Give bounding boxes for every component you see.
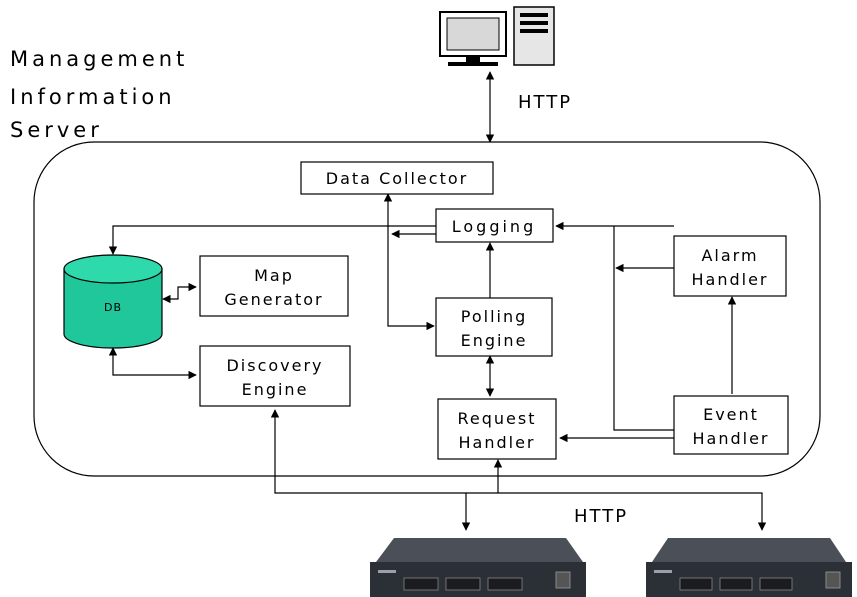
- event-handler-box: Event Handler: [673, 395, 789, 455]
- http-top-label: HTTP: [518, 92, 572, 113]
- title-line-3: Server: [10, 118, 103, 142]
- data-collector-box: Data Collector: [300, 161, 494, 195]
- title-line-2: Information: [10, 85, 176, 109]
- discovery-engine-box: Discovery Engine: [199, 345, 351, 407]
- diagram-title: Management Information Server: [10, 47, 188, 142]
- network-switch-icon: [646, 538, 852, 597]
- discovery-engine-label-line2: Engine: [242, 380, 309, 399]
- alarm-handler-label-line2: Handler: [692, 270, 769, 289]
- request-handler-box: Request Handler: [437, 398, 557, 460]
- database-cylinder: DB: [63, 254, 163, 349]
- alarm-handler-label-line1: Alarm: [701, 246, 758, 265]
- logging-label: Logging: [452, 217, 536, 236]
- polling-engine-box: Polling Engine: [435, 297, 553, 357]
- alarm-handler-box: Alarm Handler: [673, 235, 787, 297]
- polling-engine-label-line1: Polling: [461, 307, 528, 326]
- event-handler-label-line1: Event: [703, 405, 759, 424]
- request-handler-label-line1: Request: [458, 409, 537, 428]
- title-line-1: Management: [10, 47, 188, 71]
- network-switch-icon: [370, 538, 586, 597]
- map-generator-label-line1: Map: [254, 266, 294, 285]
- http-bottom-label: HTTP: [574, 506, 628, 527]
- desktop-computer-icon: [439, 6, 555, 66]
- db-label: DB: [104, 301, 122, 314]
- data-collector-label: Data Collector: [326, 169, 468, 188]
- map-generator-box: Map Generator: [199, 255, 349, 317]
- logging-box: Logging: [435, 208, 554, 243]
- polling-engine-label-line2: Engine: [461, 331, 528, 350]
- connections: [108, 193, 767, 531]
- event-handler-label-line2: Handler: [693, 429, 770, 448]
- discovery-engine-label-line1: Discovery: [226, 356, 323, 375]
- request-handler-label-line2: Handler: [459, 433, 536, 452]
- map-generator-label-line2: Generator: [224, 290, 323, 309]
